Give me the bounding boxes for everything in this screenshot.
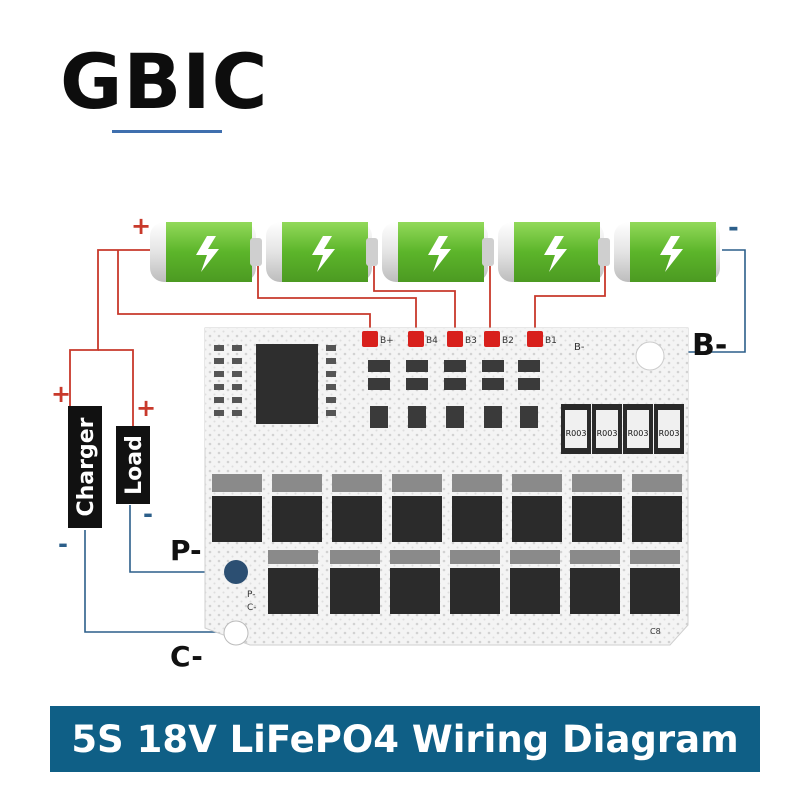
board-label-c-minus: C- bbox=[247, 603, 257, 613]
logo-underline bbox=[112, 130, 222, 133]
load-connector: + Load - bbox=[116, 394, 156, 528]
title-banner: 5S 18V LiFePO4 Wiring Diagram bbox=[50, 706, 760, 772]
p-minus-pad bbox=[224, 560, 248, 584]
battery-cell-4 bbox=[498, 222, 610, 282]
battery-cell-1 bbox=[150, 222, 262, 282]
pad-b1 bbox=[527, 331, 543, 347]
banner-title: 5S 18V LiFePO4 Wiring Diagram bbox=[71, 717, 739, 761]
pad-label-b1: B1 bbox=[545, 336, 557, 346]
control-ic bbox=[256, 344, 318, 424]
positive-wires bbox=[69, 249, 606, 430]
charger-minus-sign: - bbox=[58, 530, 68, 558]
lightning-icon bbox=[428, 236, 451, 272]
load-minus-sign: - bbox=[143, 500, 153, 528]
lightning-icon bbox=[196, 236, 219, 272]
chip-code-2: R003 bbox=[597, 429, 618, 438]
brand-logo: GBIC bbox=[60, 37, 269, 126]
negative-wires bbox=[84, 249, 746, 633]
battery-plus-sign: + bbox=[131, 212, 151, 240]
chip-code-1: R003 bbox=[566, 429, 587, 438]
label-c-minus: C- bbox=[170, 640, 203, 673]
load-plus-sign: + bbox=[136, 394, 156, 422]
pad-b2 bbox=[484, 331, 500, 347]
mosfet-row-2 bbox=[268, 568, 680, 614]
lightning-icon bbox=[660, 236, 683, 272]
pad-b4 bbox=[408, 331, 424, 347]
pad-label-b4: B4 bbox=[426, 336, 438, 346]
small-chip-code: C8 bbox=[650, 627, 661, 636]
charger-label: Charger bbox=[74, 417, 99, 516]
chip-code-3: R003 bbox=[628, 429, 649, 438]
shunt-resistors bbox=[561, 404, 684, 454]
load-label: Load bbox=[122, 435, 147, 495]
battery-minus-sign: - bbox=[728, 213, 739, 243]
balance-pads bbox=[362, 331, 543, 347]
pad-b-plus bbox=[362, 331, 378, 347]
pad-label-b-minus: B- bbox=[574, 342, 585, 353]
pad-label-b-plus: B+ bbox=[380, 336, 394, 346]
pad-label-b2: B2 bbox=[502, 336, 514, 346]
bms-board: B+ B4 B3 B2 B1 B- R003 R003 R003 R003 bbox=[204, 327, 689, 646]
c-minus-hole bbox=[223, 620, 249, 646]
board-label-p-minus: P- bbox=[247, 590, 255, 600]
pad-label-b3: B3 bbox=[465, 336, 477, 346]
charger-plus-sign: + bbox=[51, 380, 71, 408]
lightning-icon bbox=[544, 236, 567, 272]
lightning-icon bbox=[312, 236, 335, 272]
label-p-minus: P- bbox=[170, 534, 202, 567]
b-minus-hole bbox=[635, 341, 665, 371]
battery-cell-2 bbox=[266, 222, 378, 282]
battery-cell-3 bbox=[382, 222, 494, 282]
chip-code-4: R003 bbox=[659, 429, 680, 438]
label-b-minus: B- bbox=[692, 328, 727, 363]
mosfet-row-1 bbox=[212, 496, 682, 542]
pad-b3 bbox=[447, 331, 463, 347]
charger-connector: + Charger - bbox=[51, 380, 102, 558]
battery-cell-5 bbox=[614, 222, 720, 282]
battery-pack: + - bbox=[131, 212, 739, 282]
